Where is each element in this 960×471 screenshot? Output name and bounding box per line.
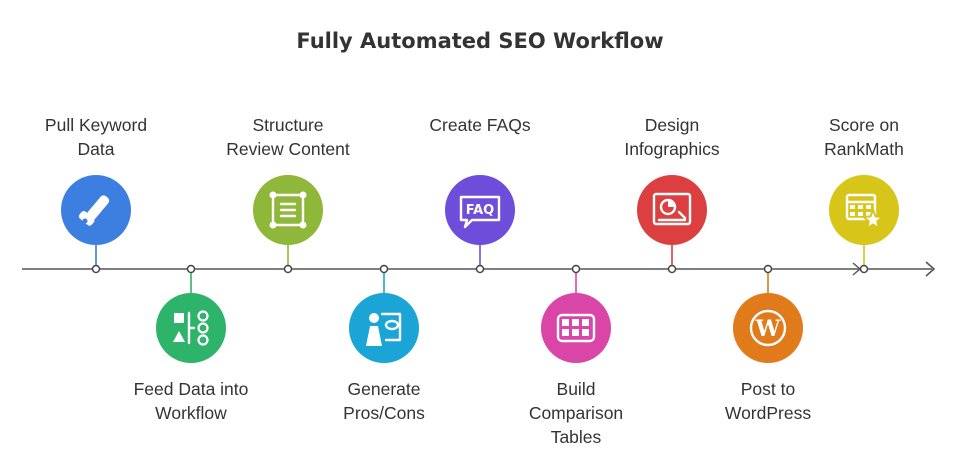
flow-shapes-icon bbox=[173, 310, 209, 346]
step-label-line: Score on bbox=[828, 115, 900, 135]
timeline-node bbox=[571, 264, 581, 274]
step-label-line: WordPress bbox=[724, 403, 812, 423]
step-label-line: RankMath bbox=[824, 139, 904, 159]
step-label-line: Feed Data into bbox=[133, 379, 249, 399]
wordpress-icon: W bbox=[749, 309, 787, 347]
timeline-node bbox=[667, 264, 677, 274]
step-label-line: Comparison bbox=[528, 403, 624, 423]
timeline-node bbox=[91, 264, 101, 274]
step-circle bbox=[349, 293, 419, 363]
step-label-line: Data bbox=[77, 139, 115, 159]
step-6 bbox=[541, 264, 611, 363]
diagram-title: Fully Automated SEO Workflow bbox=[296, 29, 664, 53]
timeline-arrow-head bbox=[925, 261, 936, 277]
step-label-line: Post to bbox=[740, 379, 796, 399]
infographic-icon bbox=[652, 192, 692, 226]
step-label: Score on RankMath bbox=[784, 113, 944, 161]
step-label-line: Design bbox=[644, 115, 700, 135]
step-circle bbox=[541, 293, 611, 363]
step-4 bbox=[349, 264, 419, 363]
timeline-node bbox=[379, 264, 389, 274]
step-label-line: Build bbox=[556, 379, 596, 399]
timeline-node bbox=[283, 264, 293, 274]
step-2 bbox=[156, 264, 226, 363]
step-label: Create FAQs bbox=[400, 113, 560, 137]
step-7 bbox=[637, 175, 707, 274]
spreadsheet-star-icon bbox=[845, 193, 885, 231]
step-label-line: Review Content bbox=[226, 139, 350, 159]
step-8: W bbox=[733, 264, 803, 363]
step-label-line: Tables bbox=[550, 427, 602, 447]
step-label-line: Generate bbox=[347, 379, 421, 399]
step-9 bbox=[829, 175, 899, 274]
step-3 bbox=[253, 175, 323, 274]
wordpress-glyph: W bbox=[755, 316, 781, 342]
timeline-node bbox=[763, 264, 773, 274]
step-circle bbox=[445, 175, 515, 245]
step-label-line: Infographics bbox=[624, 139, 720, 159]
gavel-icon bbox=[78, 195, 110, 226]
timeline-node bbox=[859, 264, 869, 274]
step-5: FAQ bbox=[445, 175, 515, 274]
timeline-node bbox=[186, 264, 196, 274]
step-circle bbox=[829, 175, 899, 245]
step-label-line: Structure bbox=[252, 115, 324, 135]
step-label: Post to WordPress bbox=[688, 377, 848, 425]
step-circle bbox=[637, 175, 707, 245]
step-label-line: Pros/Cons bbox=[343, 403, 425, 423]
step-label-line: Create FAQs bbox=[429, 115, 531, 135]
step-label-line: Pull Keyword bbox=[44, 115, 148, 135]
table-grid-icon bbox=[556, 313, 596, 343]
document-frame-icon bbox=[269, 191, 307, 229]
timeline-node bbox=[475, 264, 485, 274]
person-evaluate-icon bbox=[366, 312, 402, 346]
step-label-line: Workflow bbox=[155, 403, 227, 423]
faq-bubble-icon: FAQ bbox=[459, 195, 501, 229]
faq-glyph: FAQ bbox=[466, 203, 495, 218]
step-1 bbox=[61, 175, 131, 274]
step-circle bbox=[733, 293, 803, 363]
